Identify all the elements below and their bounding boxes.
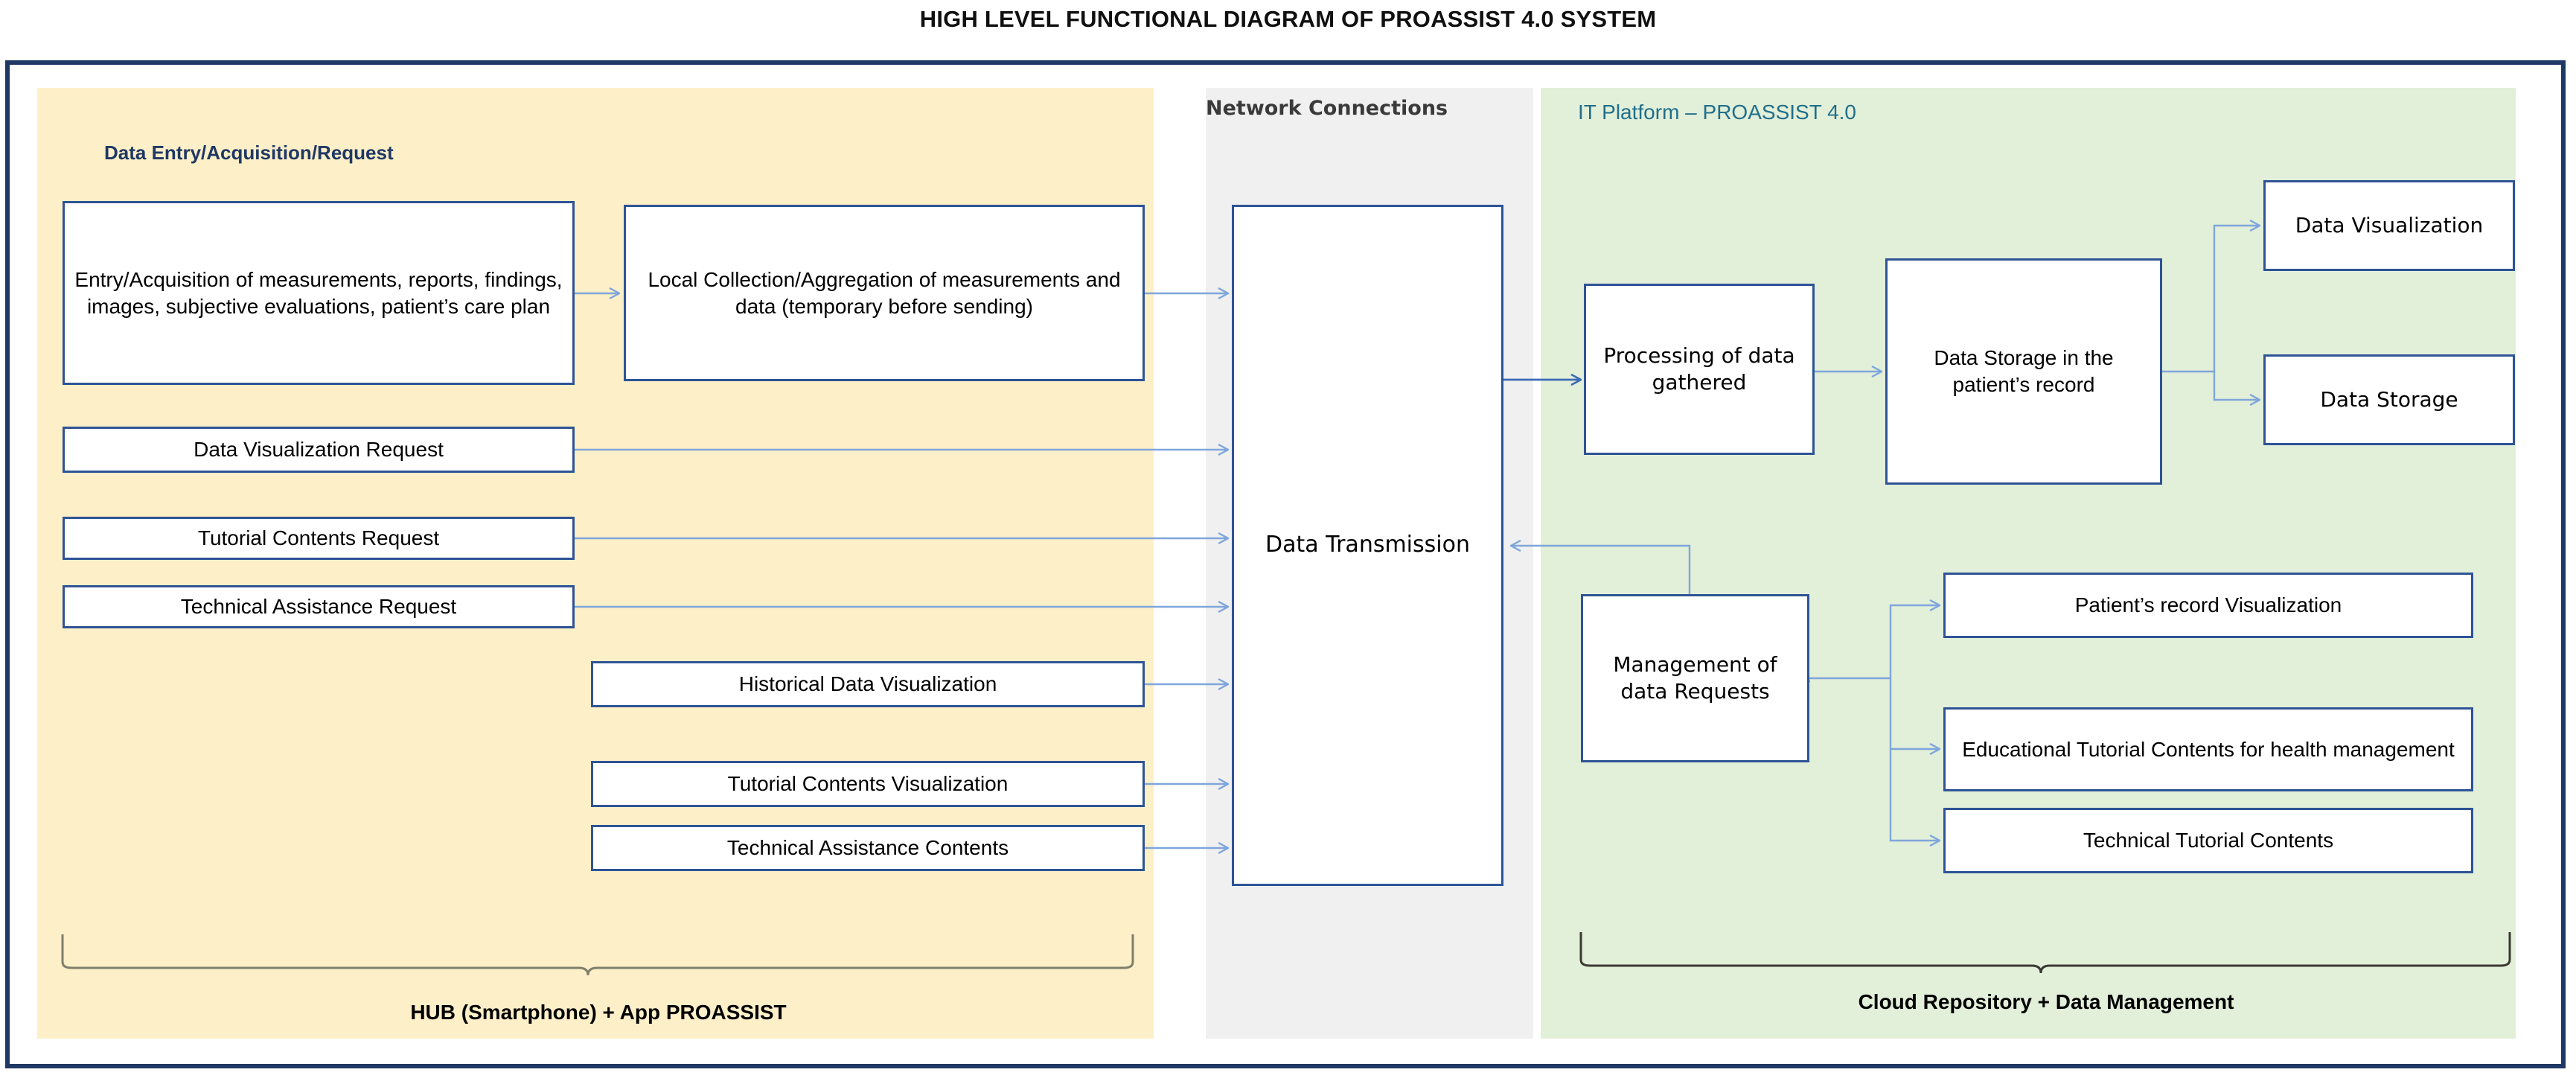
box-data-visualization-request[interactable]: Data Visualization Request [63,427,575,473]
box-technical-assistance-contents-label: Technical Assistance Contents [726,836,1009,860]
box-patients-record-visualization[interactable]: Patient’s record Visualization [1943,573,2473,638]
box-data-transmission[interactable]: Data Transmission [1232,205,1503,886]
box-data-transmission-label: Data Transmission [1265,532,1470,558]
box-patients-record-visualization-label: Patient’s record Visualization [2074,593,2342,617]
box-local-collection[interactable]: Local Collection/Aggregation of measurem… [624,205,1145,381]
box-data-storage[interactable]: Data Storage [2263,354,2515,445]
box-data-visualization[interactable]: Data Visualization [2263,180,2515,271]
box-processing-of-data-label: Processing of data gathered [1603,343,1795,395]
panel-network-title: Network Connections [1206,97,1448,120]
box-historical-data-visualization-label: Historical Data Visualization [738,672,997,696]
box-tutorial-contents-request[interactable]: Tutorial Contents Request [63,517,575,560]
box-historical-data-visualization[interactable]: Historical Data Visualization [591,661,1145,707]
bracket-label-hub: HUB (Smartphone) + App PROASSIST [410,1001,787,1024]
box-processing-of-data[interactable]: Processing of data gathered [1584,284,1815,455]
box-management-of-data-requests-label: Management of data Requests [1613,652,1777,704]
box-data-visualization-label: Data Visualization [2295,213,2484,238]
box-tutorial-contents-visualization-label: Tutorial Contents Visualization [727,772,1009,796]
box-local-collection-label: Local Collection/Aggregation of measurem… [648,267,1121,318]
box-tutorial-contents-request-label: Tutorial Contents Request [197,526,440,550]
page-title: HIGH LEVEL FUNCTIONAL DIAGRAM OF PROASSI… [919,6,1657,32]
box-data-storage-patient-record-label: Data Storage in the patient’s record [1934,346,2114,396]
box-data-storage-patient-record[interactable]: Data Storage in the patient’s record [1885,258,2162,485]
panel-platform-title: IT Platform – PROASSIST 4.0 [1578,101,1856,124]
box-educational-tutorial-contents-label: Educational Tutorial Contents for health… [1962,737,2455,761]
box-entry-acquisition-label: Entry/Acquisition of measurements, repor… [74,267,563,318]
box-technical-tutorial-contents-label: Technical Tutorial Contents [2083,829,2334,852]
box-technical-assistance-request-label: Technical Assistance Request [180,595,457,619]
box-management-of-data-requests[interactable]: Management of data Requests [1581,594,1809,762]
box-technical-assistance-request[interactable]: Technical Assistance Request [63,585,575,628]
box-technical-tutorial-contents[interactable]: Technical Tutorial Contents [1943,808,2473,873]
box-data-visualization-request-label: Data Visualization Request [194,438,444,462]
box-entry-acquisition[interactable]: Entry/Acquisition of measurements, repor… [63,201,575,385]
box-technical-assistance-contents[interactable]: Technical Assistance Contents [591,825,1145,871]
diagram-outer-frame [5,60,2566,1068]
panel-hub-title: Data Entry/Acquisition/Request [104,141,394,164]
box-educational-tutorial-contents[interactable]: Educational Tutorial Contents for health… [1943,707,2473,791]
box-data-storage-label: Data Storage [2320,387,2458,412]
box-tutorial-contents-visualization[interactable]: Tutorial Contents Visualization [591,761,1145,807]
bracket-label-cloud: Cloud Repository + Data Management [1858,990,2234,1013]
